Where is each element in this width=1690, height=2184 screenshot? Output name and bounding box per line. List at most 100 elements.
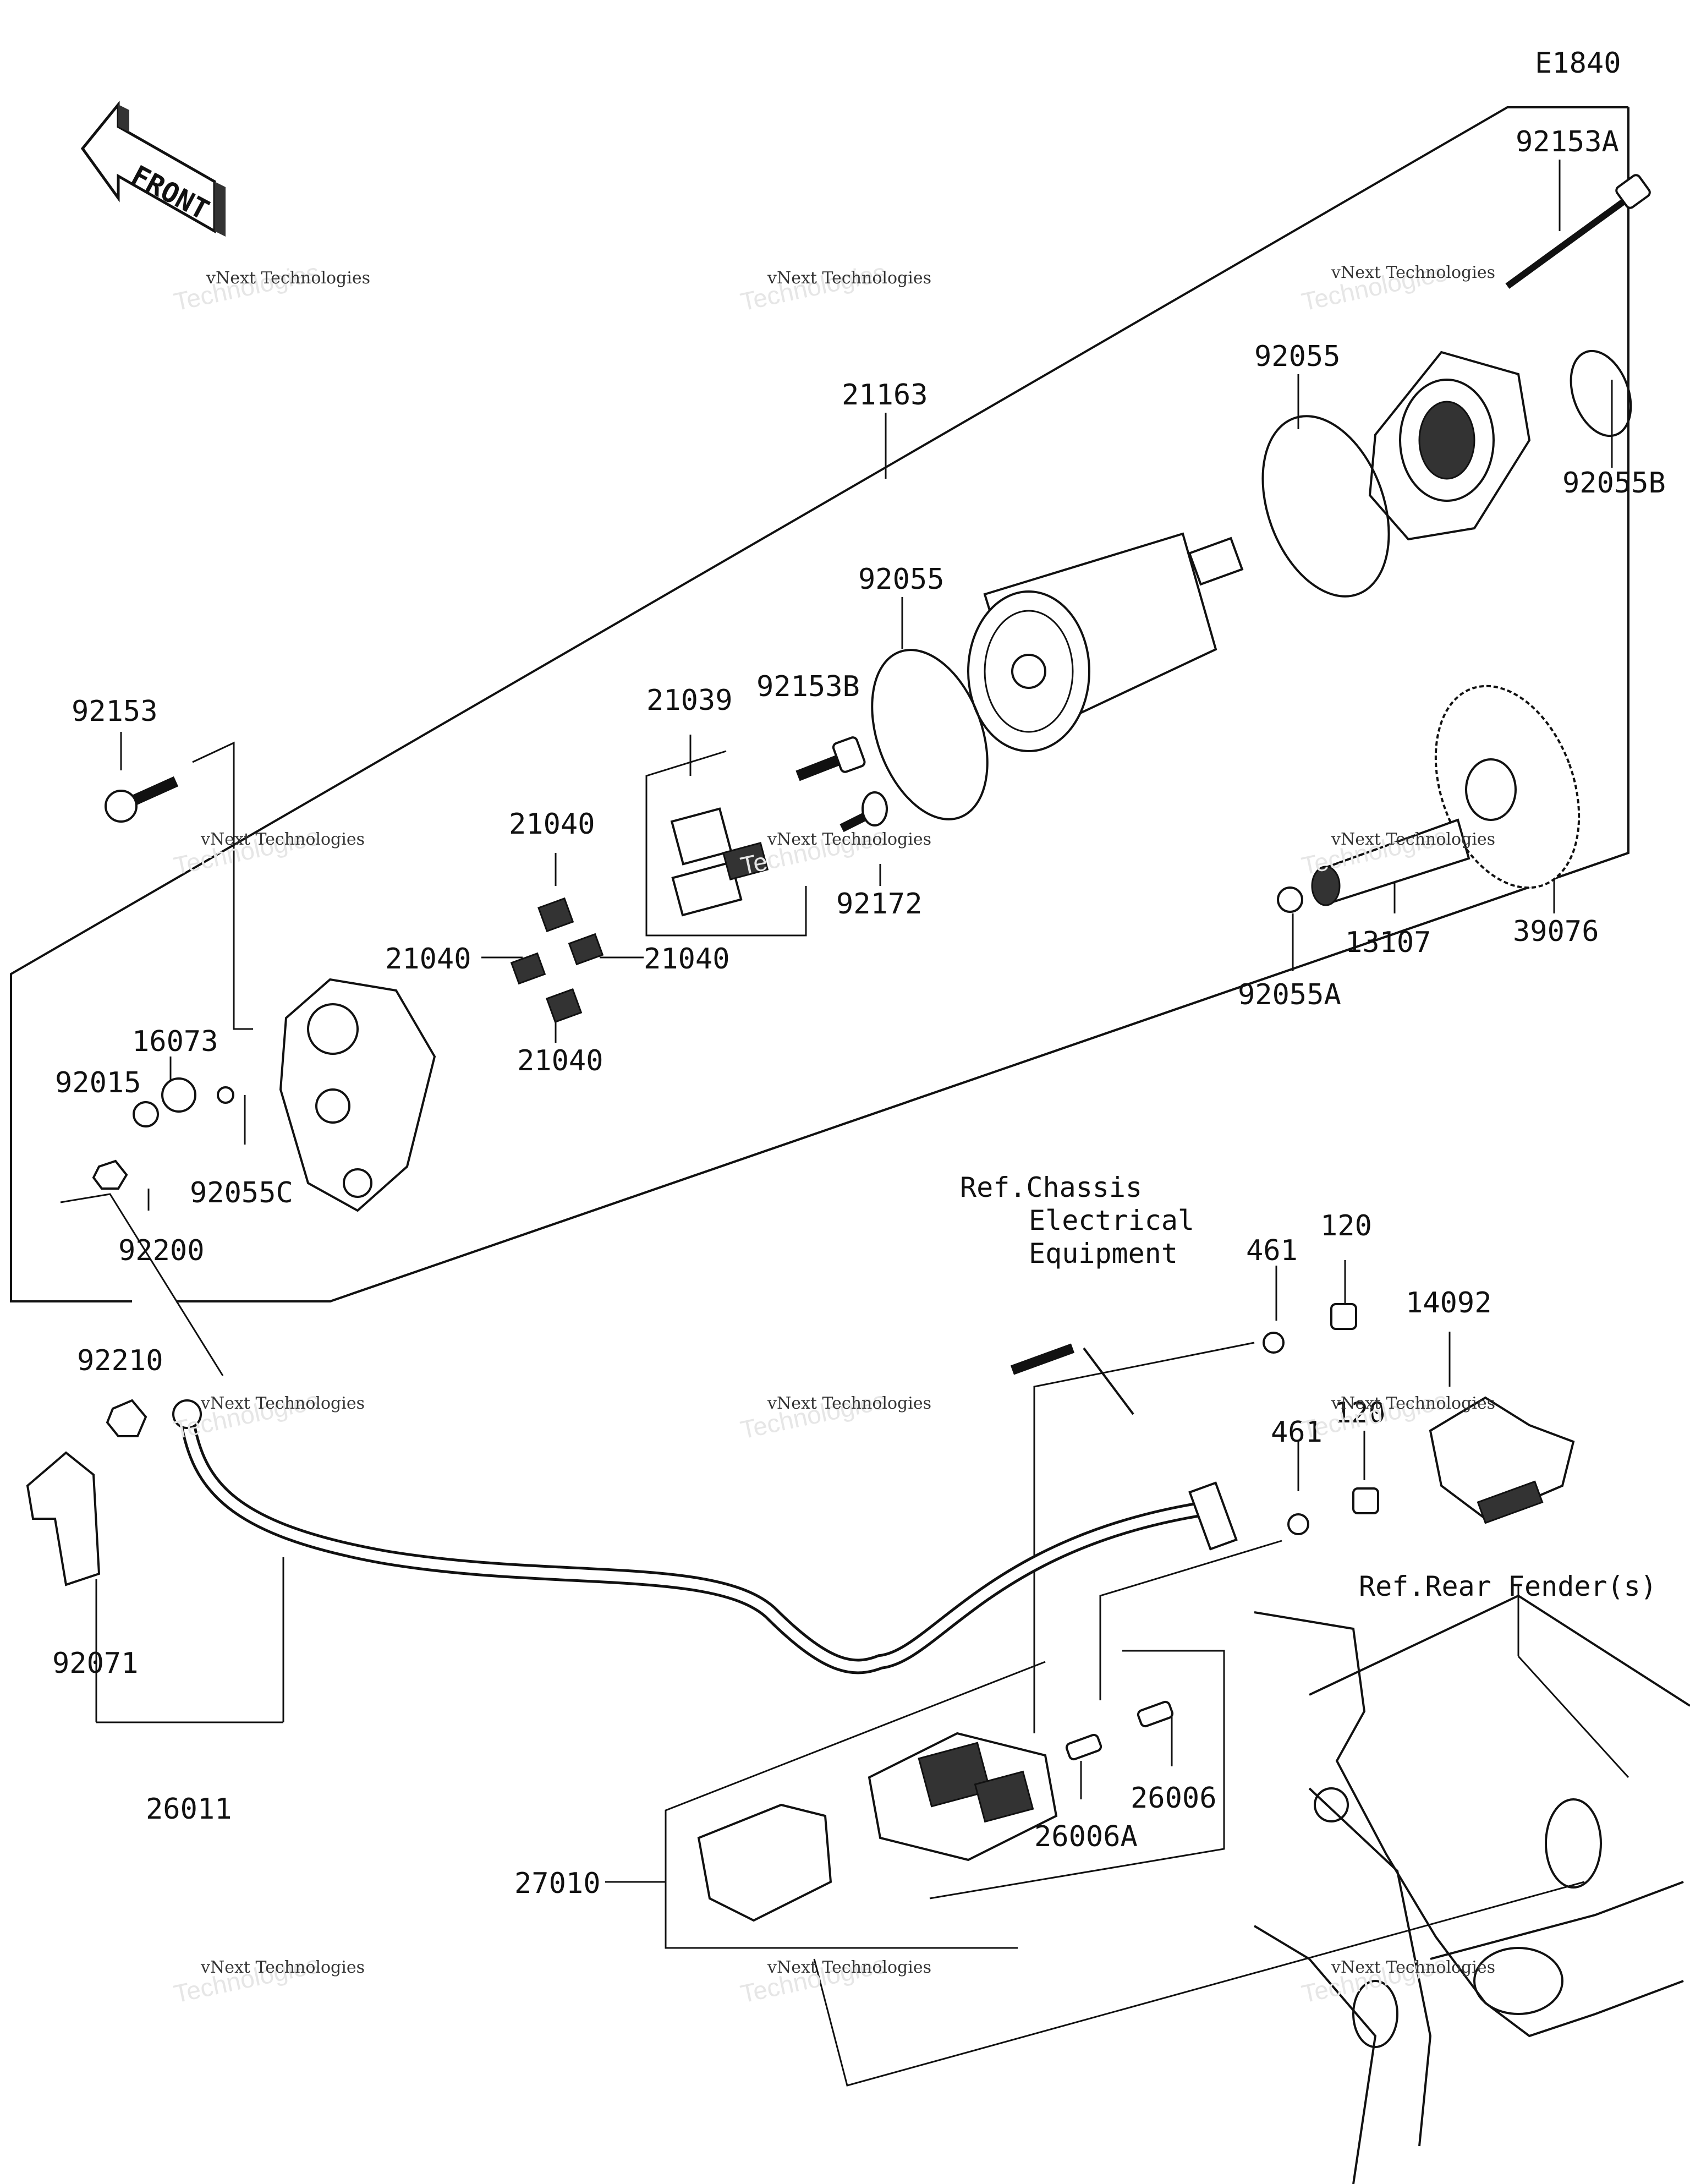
watermark-10: Technologies vNext Technologies xyxy=(171,1950,365,2008)
terminal-boot-92071-icon xyxy=(26,1451,101,1586)
rear-fender-icon xyxy=(1253,1594,1690,2184)
watermark-1: Technologies vNext Technologies xyxy=(171,258,370,316)
cable-terminal-bracket-icon xyxy=(1188,1481,1238,1551)
label-16073: 16073 xyxy=(132,1025,218,1058)
screw-92172-icon xyxy=(839,791,888,833)
label-92153A: 92153A xyxy=(1516,125,1619,158)
ref-chassis-line3: Equipment xyxy=(1029,1238,1178,1269)
bolt-92153B-icon xyxy=(795,736,866,781)
label-26011: 26011 xyxy=(146,1793,232,1826)
watermark-6-text: vNext Technologies xyxy=(1331,830,1495,849)
label-92055-mid: 92055 xyxy=(858,563,945,596)
label-14092: 14092 xyxy=(1406,1287,1492,1320)
ref-chassis-line2: Electrical xyxy=(1029,1205,1194,1236)
washer-16073-icon xyxy=(161,1077,196,1113)
bracket-21039 xyxy=(645,750,807,937)
starter-motor-body-icon xyxy=(967,532,1244,752)
gear-39076-icon xyxy=(1434,685,1581,889)
o-ring-92055-mid-icon xyxy=(871,649,989,820)
watermark-12: Technologies vNext Technologies xyxy=(1299,1950,1495,2008)
label-92153: 92153 xyxy=(72,695,158,728)
watermark-8: Technologies vNext Technologies xyxy=(738,1386,931,1444)
diagram-code: E1840 xyxy=(1535,47,1621,80)
watermark-11-text: vNext Technologies xyxy=(767,1958,931,1977)
cable-26011-inner xyxy=(182,1419,1211,1672)
bolt-92153-icon xyxy=(105,776,179,823)
ref-chassis-line1: Ref.Chassis xyxy=(960,1172,1142,1203)
bracket-ref-chassis2 xyxy=(1099,1540,1282,1700)
bracket-26006 xyxy=(929,1650,1225,1900)
watermark-5-text: vNext Technologies xyxy=(767,830,931,849)
watermark-8-text: vNext Technologies xyxy=(767,1394,931,1413)
spring-21040-top-icon xyxy=(537,897,574,933)
bracket-92015 xyxy=(60,1193,224,1376)
label-92071: 92071 xyxy=(52,1647,139,1680)
brush-holder-21039-icon xyxy=(670,807,769,917)
label-120-bottom: 120 xyxy=(1334,1397,1386,1430)
chassis-cable-icon xyxy=(1010,1343,1134,1415)
bolt-92153A-icon xyxy=(1505,174,1651,289)
label-26006: 26006 xyxy=(1131,1782,1217,1815)
relay-27010-icon xyxy=(697,1732,1058,1922)
label-120-top: 120 xyxy=(1320,1209,1372,1242)
rear-cover-icon xyxy=(279,978,436,1212)
watermark-12-text: vNext Technologies xyxy=(1331,1958,1495,1977)
label-21040-left: 21040 xyxy=(385,943,471,976)
label-92200: 92200 xyxy=(118,1234,205,1267)
watermark-9-text: vNext Technologies xyxy=(1331,1394,1495,1413)
assembly-frame-outline-right xyxy=(176,107,1629,1302)
bracket-27010 xyxy=(665,1661,1046,1949)
label-461-top: 461 xyxy=(1246,1234,1298,1267)
label-92055A: 92055A xyxy=(1238,978,1341,1011)
watermark-3-text: vNext Technologies xyxy=(1331,263,1495,282)
watermark-4-text: vNext Technologies xyxy=(200,830,365,849)
watermark-2-text: vNext Technologies xyxy=(767,269,931,288)
watermark-1-text: vNext Technologies xyxy=(206,269,370,288)
front-housing-icon xyxy=(1368,351,1531,541)
watermark-3: Technologies vNext Technologies xyxy=(1299,258,1495,316)
bolt-120-bottom-icon xyxy=(1352,1487,1379,1514)
watermark-11: Technologies vNext Technologies xyxy=(738,1950,931,2008)
label-21040-bottom: 21040 xyxy=(517,1044,603,1077)
nut-92015-icon xyxy=(92,1159,128,1190)
spring-21040-bottom-icon xyxy=(546,988,583,1023)
washer-92200-icon xyxy=(133,1101,159,1127)
washer-461-top-icon xyxy=(1263,1332,1285,1354)
label-461-bottom: 461 xyxy=(1271,1416,1323,1449)
shaft-13107-icon xyxy=(1311,818,1470,906)
watermark-4: Technologies vNext Technologies xyxy=(171,822,365,880)
assembly-frame-outline xyxy=(10,106,1628,1302)
cable-ring-terminal-icon xyxy=(172,1399,202,1429)
label-92172: 92172 xyxy=(836,888,923,921)
fuse-26006-icon xyxy=(1137,1700,1174,1728)
label-21040-right: 21040 xyxy=(644,943,730,976)
label-92015: 92015 xyxy=(55,1066,141,1099)
label-92055-top: 92055 xyxy=(1254,340,1341,373)
label-92210: 92210 xyxy=(77,1344,163,1377)
bracket-92153 xyxy=(192,741,253,1030)
o-ring-92055B-icon xyxy=(1570,349,1632,437)
watermark-2: Technologies vNext Technologies xyxy=(738,258,931,316)
watermark-10-text: vNext Technologies xyxy=(200,1958,365,1977)
label-92055B: 92055B xyxy=(1562,467,1666,500)
fuse-26006A-icon xyxy=(1065,1733,1102,1761)
o-ring-92055-top-icon xyxy=(1261,415,1390,598)
watermark-5: Technologies vNext Technologies xyxy=(738,822,931,880)
spring-21040-right-icon xyxy=(568,933,604,966)
label-92153B: 92153B xyxy=(756,670,860,703)
spring-21040-left-icon xyxy=(510,952,546,985)
label-27010: 27010 xyxy=(514,1867,601,1900)
watermark-7-text: vNext Technologies xyxy=(200,1394,365,1413)
label-21163: 21163 xyxy=(842,379,928,412)
label-39076: 39076 xyxy=(1513,915,1599,948)
bracket-ref-rear xyxy=(813,1881,1585,2087)
cover-14092-icon xyxy=(1429,1396,1575,1524)
watermark-9: Technologies vNext Technologies xyxy=(1299,1386,1495,1444)
label-21039: 21039 xyxy=(646,684,733,717)
o-ring-92055A-icon xyxy=(1277,886,1303,913)
label-13107: 13107 xyxy=(1345,926,1431,959)
label-26006A: 26006A xyxy=(1034,1820,1138,1853)
watermark-7: Technologies vNext Technologies xyxy=(171,1386,365,1444)
o-ring-92055C-icon xyxy=(217,1086,234,1104)
